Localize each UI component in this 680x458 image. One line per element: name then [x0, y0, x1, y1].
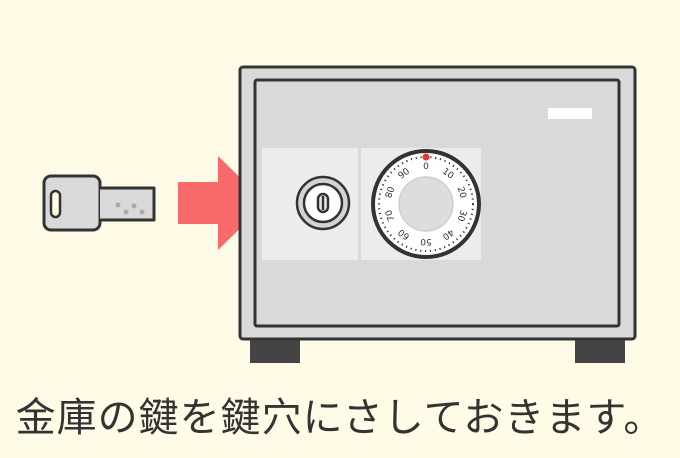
dial-number: 30: [455, 208, 468, 222]
dial-number: 50: [420, 236, 432, 246]
dial-number: 20: [455, 186, 468, 200]
label-plate: [548, 108, 592, 119]
dial-number: 0: [423, 162, 429, 172]
arrow-right-icon: [178, 156, 266, 250]
key-icon: [42, 174, 156, 232]
caption-text: 金庫の鍵を鍵穴にさしておきます。: [15, 395, 665, 441]
dial-number: 70: [384, 208, 397, 222]
dial-number: 80: [384, 185, 397, 199]
keyhole-icon: [295, 175, 351, 231]
dial-marker: [422, 153, 430, 161]
